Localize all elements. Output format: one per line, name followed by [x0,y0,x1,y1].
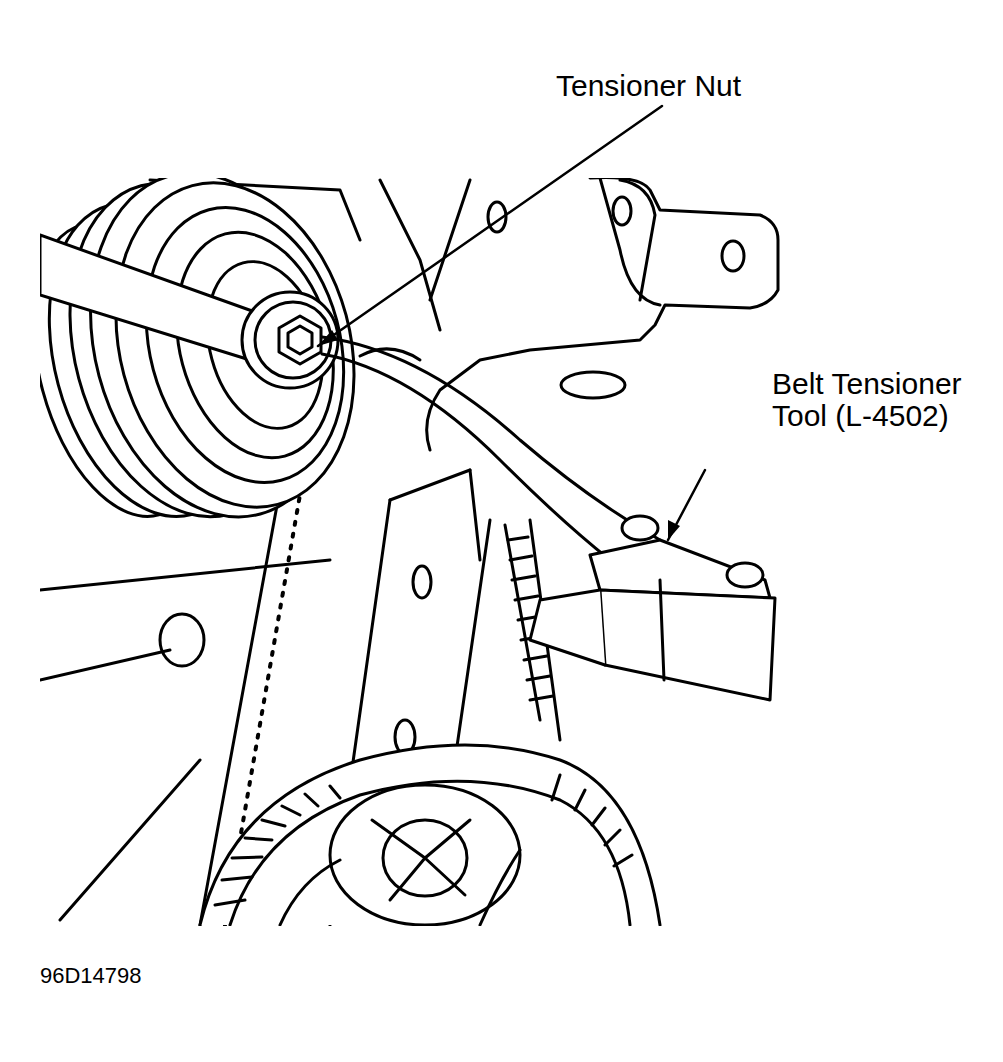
arrowhead [318,330,338,346]
part-label: Tensioner Nut [556,70,741,102]
figure-code: 96D14798 [40,964,142,987]
leader-line [668,470,705,540]
part-label: Belt Tensioner Tool (L-4502) [772,368,978,431]
arrowhead [668,520,680,540]
leader-line [318,106,662,346]
